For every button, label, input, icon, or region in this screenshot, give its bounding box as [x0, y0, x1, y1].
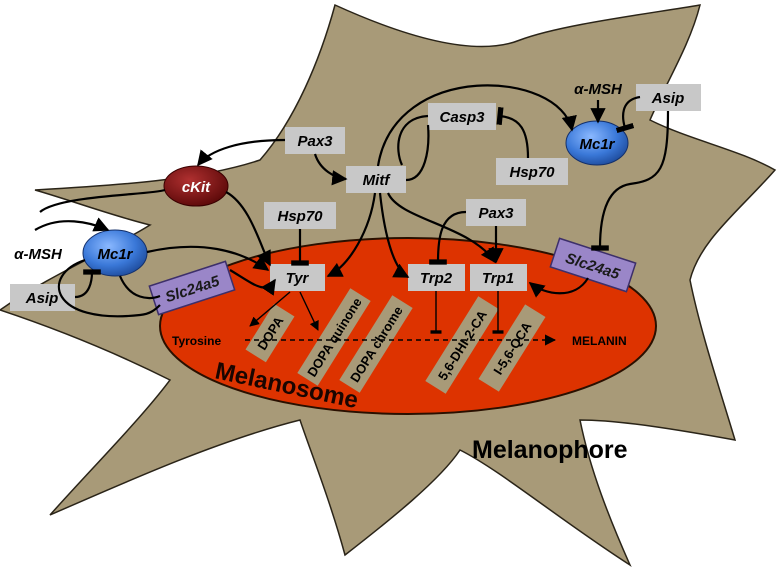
- pathway-edges: [34, 84, 670, 346]
- mitf-box: [346, 166, 406, 193]
- asip-left-box: [10, 284, 75, 311]
- trp1-label: Trp1: [482, 270, 514, 287]
- ckit-label: cKit: [182, 179, 211, 196]
- trp2-label: Trp2: [420, 270, 453, 287]
- melanin-label: MELANIN: [572, 334, 627, 348]
- mc1r-left-receptor: [82, 229, 148, 277]
- pax3-center-label: Pax3: [478, 205, 514, 222]
- asip-right-box: [636, 84, 701, 111]
- melanophore-label: Melanophore: [472, 436, 628, 464]
- tyr-label: Tyr: [286, 270, 310, 287]
- casp3-label: Casp3: [439, 109, 485, 126]
- mc1r-right-label: Mc1r: [579, 136, 615, 153]
- mc1r-left-label: Mc1r: [97, 246, 133, 263]
- pax3-top-box: [285, 127, 345, 154]
- hsp70-center-box: [264, 202, 336, 229]
- hsp70-center-label: Hsp70: [277, 208, 323, 225]
- alpha-msh-left-label: α-MSH: [14, 246, 63, 263]
- tyrosine-label: Tyrosine: [172, 334, 221, 348]
- tyr-box: [270, 264, 325, 291]
- pax3-center-box: [466, 199, 526, 226]
- alpha-msh-right-label: α-MSH: [574, 81, 623, 98]
- mitf-label: Mitf: [363, 172, 392, 189]
- ckit-receptor: [163, 165, 229, 207]
- hsp70-right-box: [496, 158, 568, 185]
- asip-left-label: Asip: [25, 290, 59, 307]
- pax3-top-label: Pax3: [297, 133, 333, 150]
- casp3-box: [428, 103, 496, 130]
- slc24a5-left-transporter: [148, 260, 236, 316]
- hsp70-right-label: Hsp70: [509, 164, 555, 181]
- trp1-box: [470, 264, 527, 291]
- trp2-box: [408, 264, 465, 291]
- asip-right-label: Asip: [651, 90, 685, 107]
